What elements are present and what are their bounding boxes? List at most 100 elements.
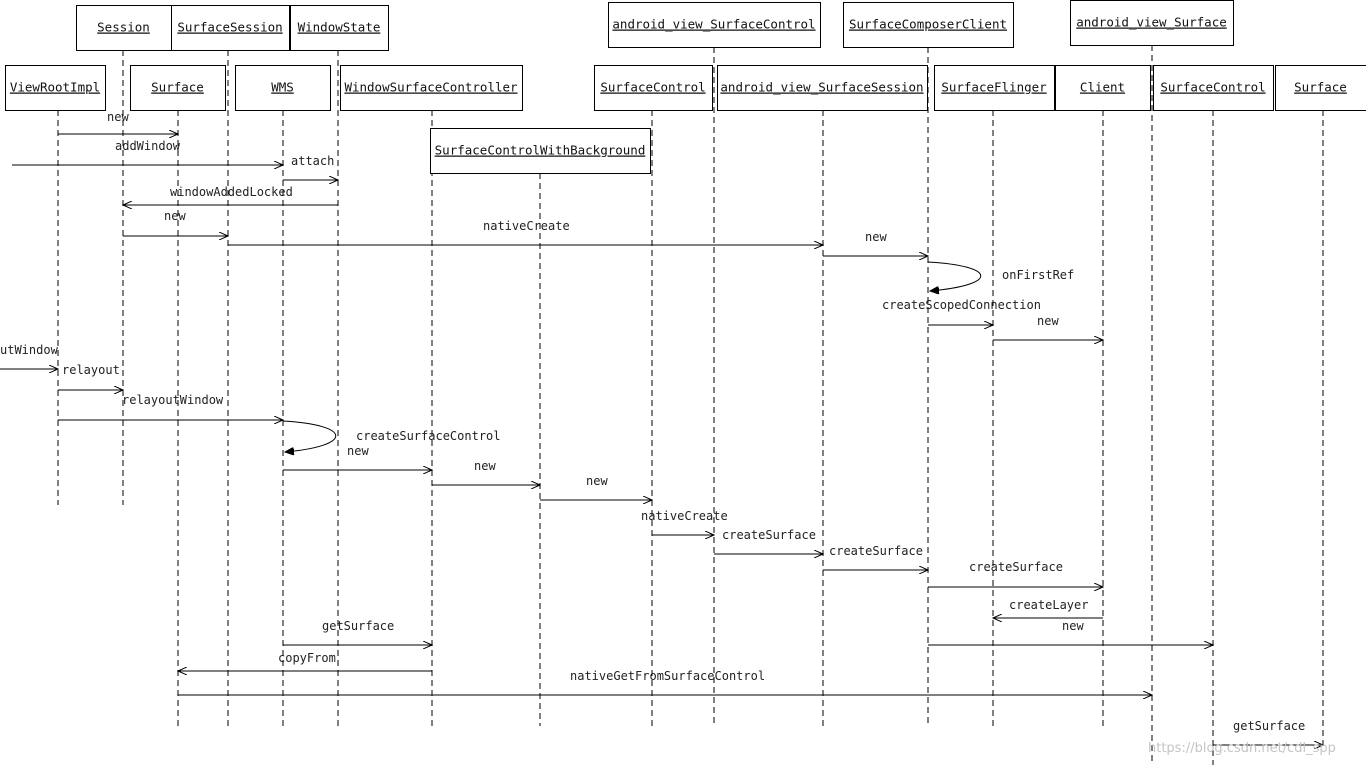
message-label: nativeCreate xyxy=(483,219,570,233)
participant-box xyxy=(843,2,1014,48)
message-label: nativeGetFromSurfaceControl xyxy=(570,669,765,683)
participant-label: WindowState xyxy=(298,20,381,35)
participant-box xyxy=(594,65,713,111)
message-label: createSurface xyxy=(722,528,816,542)
participant-surface-composer-client: SurfaceComposerClient xyxy=(843,2,1014,48)
participant-label: SurfaceSession xyxy=(177,20,282,35)
participant-label: SurfaceControlWithBackground xyxy=(435,143,646,158)
participant-label: android_view_SurfaceControl xyxy=(612,17,815,32)
message-label: addWindow xyxy=(115,139,181,153)
participant-box xyxy=(934,65,1055,111)
message-native-create: nativeCreate xyxy=(641,509,728,535)
participant-box xyxy=(5,65,106,111)
message-ut-window: utWindow xyxy=(0,343,59,369)
message-create-surface: createSurface xyxy=(928,560,1103,587)
message-label: new xyxy=(164,209,186,223)
message-label: createLayer xyxy=(1009,598,1088,612)
participant-surface: Surface xyxy=(130,65,226,111)
participant-label: ViewRootImpl xyxy=(10,80,100,95)
message-new: new xyxy=(123,209,228,236)
participant-window-state: WindowState xyxy=(290,5,389,51)
message-label: new xyxy=(1062,619,1084,633)
participant-session: Session xyxy=(76,5,172,51)
participant-box xyxy=(235,65,331,111)
participant-box xyxy=(608,2,821,48)
message-create-layer: createLayer xyxy=(993,598,1103,618)
participant-view-root-impl: ViewRootImpl xyxy=(5,65,106,111)
participant-box xyxy=(1055,65,1151,111)
participant-box xyxy=(1275,65,1366,111)
message-label: createSurface xyxy=(969,560,1063,574)
self-call-arrow xyxy=(282,420,337,452)
message-new: new xyxy=(432,459,540,485)
participant-label: Session xyxy=(97,20,150,35)
message-label: new xyxy=(347,444,369,458)
message-native-get-from-surface-control: nativeGetFromSurfaceControl xyxy=(178,669,1152,695)
message-label: nativeCreate xyxy=(641,509,728,523)
message-label: new xyxy=(107,110,129,124)
message-label: utWindow xyxy=(0,343,59,357)
message-label: createSurface xyxy=(829,544,923,558)
message-label: createScopedConnection xyxy=(882,298,1041,312)
message-create-surface: createSurface xyxy=(714,528,823,554)
participant-box xyxy=(430,128,651,174)
participant-android-view-surface: android_view_Surface xyxy=(1070,0,1234,46)
participant-client: Client xyxy=(1055,65,1151,111)
participant-box xyxy=(130,65,226,111)
message-label: relayout xyxy=(62,363,120,377)
message-window-added-locked: windowAddedLocked xyxy=(123,185,338,205)
message-add-window: addWindow xyxy=(12,139,283,165)
participant-surface-native: Surface xyxy=(1275,65,1366,111)
participant-box xyxy=(290,5,389,51)
message-new: new xyxy=(823,230,928,256)
message-relayout-window: relayoutWindow xyxy=(58,393,283,420)
participant-label: SurfaceComposerClient xyxy=(849,17,1007,32)
message-get-surface: getSurface xyxy=(1213,719,1323,745)
participant-label: WMS xyxy=(271,80,294,95)
message-label: relayoutWindow xyxy=(122,393,224,407)
message-native-create: nativeCreate xyxy=(228,219,823,245)
participant-label: Client xyxy=(1080,80,1125,95)
message-label: getSurface xyxy=(1233,719,1305,733)
participant-label: android_view_SurfaceSession xyxy=(720,80,923,95)
message-get-surface: getSurface xyxy=(283,619,432,645)
participant-box xyxy=(1070,0,1234,46)
message-label: copyFrom xyxy=(278,651,336,665)
message-label: getSurface xyxy=(322,619,394,633)
message-new: new xyxy=(540,474,652,500)
participant-label: Surface xyxy=(1294,80,1347,95)
participant-surface-control-native: SurfaceControl xyxy=(1153,65,1274,111)
participant-label: SurfaceControl xyxy=(600,80,705,95)
participant-wms: WMS xyxy=(235,65,331,111)
message-new: new xyxy=(58,110,178,134)
message-copy-from: copyFrom xyxy=(178,651,432,671)
participant-box xyxy=(171,5,290,51)
message-label: new xyxy=(865,230,887,244)
message-new: new xyxy=(993,314,1103,340)
message-label: windowAddedLocked xyxy=(170,185,293,199)
participant-label: Surface xyxy=(151,80,204,95)
participant-box xyxy=(717,65,928,111)
message-new: new xyxy=(283,444,432,470)
participant-window-surface-controller: WindowSurfaceController xyxy=(340,65,523,111)
participant-surface-flinger: SurfaceFlinger xyxy=(934,65,1055,111)
message-label: new xyxy=(474,459,496,473)
participant-surface-session: SurfaceSession xyxy=(171,5,290,51)
participant-surface-control: SurfaceControl xyxy=(594,65,713,111)
participant-label: SurfaceControl xyxy=(1160,80,1265,95)
message-label: createSurfaceControl xyxy=(356,429,501,443)
watermark-text: https://blog.csdn.net/cdl_spp xyxy=(1148,741,1336,756)
message-create-surface: createSurface xyxy=(823,544,928,570)
participant-label: android_view_Surface xyxy=(1076,15,1227,30)
self-call-arrow xyxy=(927,261,982,291)
participant-label: WindowSurfaceController xyxy=(344,80,518,95)
message-create-scoped-connection: createScopedConnection xyxy=(882,298,1041,325)
message-new: new xyxy=(928,619,1213,645)
participant-box xyxy=(340,65,523,111)
participant-android-view-surface-control: android_view_SurfaceControl xyxy=(608,2,821,48)
participant-surface-control-with-background: SurfaceControlWithBackground xyxy=(430,128,651,174)
message-attach: attach xyxy=(283,154,338,180)
message-relayout: relayout xyxy=(58,363,123,390)
message-label: new xyxy=(586,474,608,488)
